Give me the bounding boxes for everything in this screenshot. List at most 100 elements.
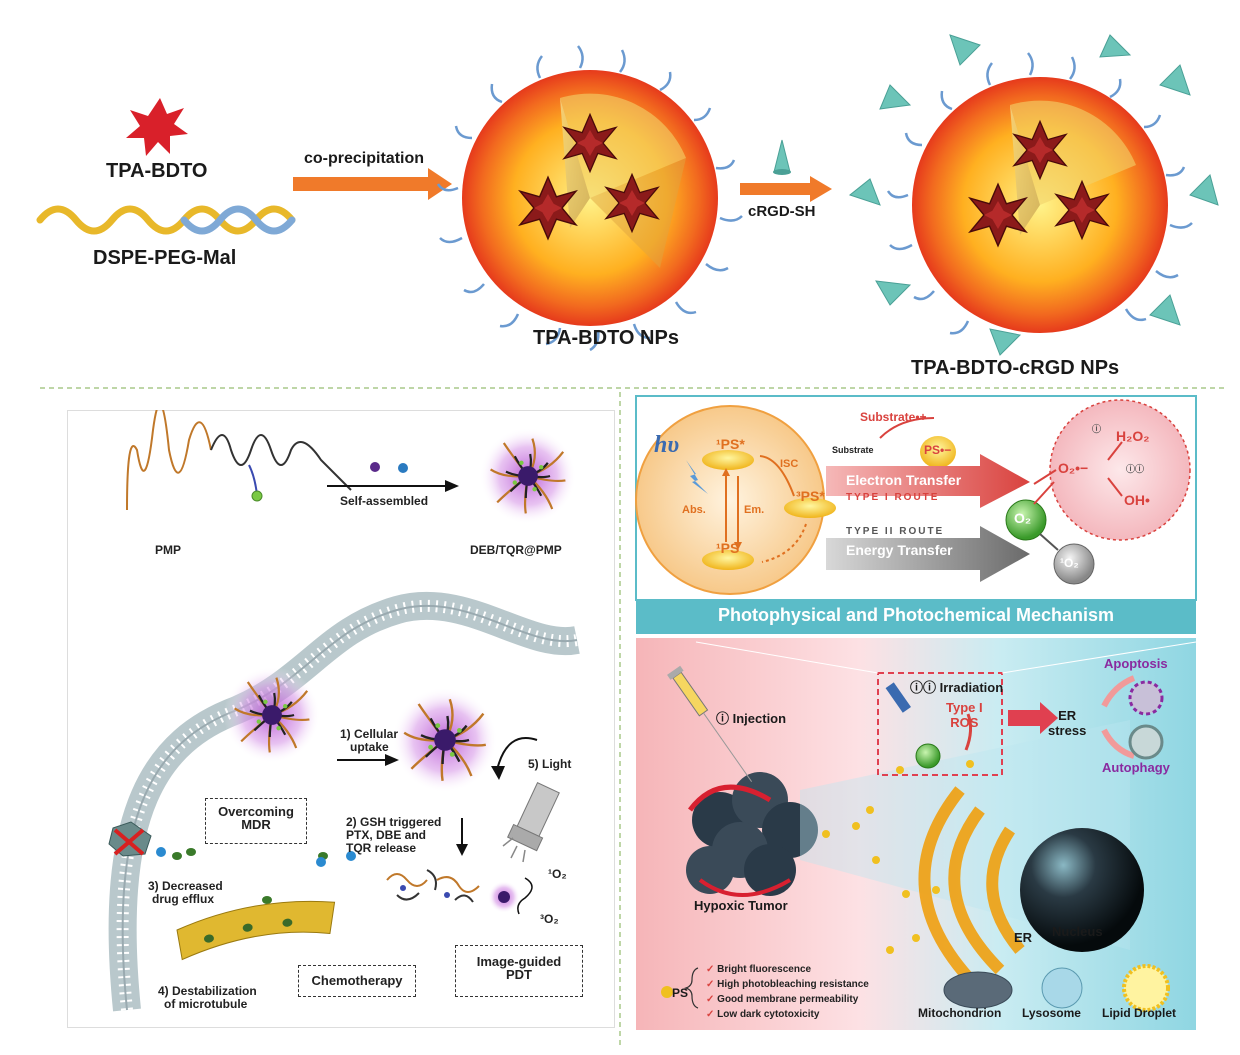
er-label: ER <box>1014 930 1033 945</box>
irradiation-label: ⓘⓘ Irradiation <box>910 680 1004 695</box>
efflux-label: 3) Decreased drug efflux <box>148 880 223 906</box>
pmp-label: PMP <box>155 543 182 557</box>
coprecip-label: co-precipitation <box>304 150 425 167</box>
deb-label: DEB/TQR@PMP <box>470 543 562 557</box>
microtubule-label: 4) Destabilization of microtubule <box>158 985 257 1011</box>
type1-ros-line-1: Type I <box>946 700 983 715</box>
ps-excited-label: ¹PS* <box>716 436 745 452</box>
apoptosis-label: Apoptosis <box>1104 656 1168 671</box>
substrate-radical-label: Substrate•+ <box>860 410 927 424</box>
overcoming-mdr-box: Overcoming MDR <box>205 798 307 844</box>
isc-label: ISC <box>780 458 799 470</box>
crgd-cone-icon <box>773 139 791 173</box>
image-line-2: PDT <box>506 967 532 982</box>
gsh-line-3: TQR release <box>346 841 417 855</box>
injection-label: ⓘ Injection <box>716 711 787 726</box>
crgd-sh-label: cRGD-SH <box>748 203 816 220</box>
tpa-bdto-crgd-np <box>848 34 1219 356</box>
ps-legend-label: PS <box>672 986 689 1000</box>
crgd-arrow <box>810 176 832 202</box>
mitochondrion-icon <box>943 971 1013 1009</box>
electron-transfer-arrow <box>826 454 1030 508</box>
type1-route-label: TYPE I ROUTE <box>846 492 940 503</box>
top-panel-graphics <box>36 34 1219 356</box>
mitochondrion-label: Mitochondrion <box>918 1006 1002 1020</box>
nucleus-label: Nucleus <box>1052 924 1103 939</box>
left-panel-graphics <box>108 410 580 1012</box>
er-stress-arrow <box>1008 702 1058 734</box>
type2-route-label: TYPE II ROUTE <box>846 526 945 537</box>
light-label: 5) Light <box>528 757 572 771</box>
ps-properties-list: ✓ Bright fluorescence ✓ High photobleach… <box>706 962 869 1022</box>
flashlight-icon <box>507 782 560 852</box>
tpa-bdto-np <box>436 45 743 352</box>
self-assembled-label: Self-assembled <box>340 494 429 508</box>
apoptosis-icon <box>1128 680 1164 716</box>
cell-uptake-line-2: uptake <box>350 740 389 754</box>
lipid-droplet-icon <box>1122 964 1170 1012</box>
pmp-polymer <box>126 410 212 511</box>
mechanism-title: Photophysical and Photochemical Mechanis… <box>717 605 1115 625</box>
ps-triplet-label: ³PS* <box>796 488 825 504</box>
autophagy-label: Autophagy <box>1102 760 1170 775</box>
ps-prop-3: ✓ Good membrane permeability <box>706 994 859 1005</box>
oh-label: OH• <box>1124 492 1150 508</box>
image-line-1: Image-guided <box>476 954 562 969</box>
hypoxic-tumor-label: Hypoxic Tumor <box>694 898 788 913</box>
cell-uptake-label: 1) Cellular uptake <box>340 728 398 754</box>
singlet-o2-label: ¹O₂ <box>548 867 567 881</box>
o2-label: O₂ <box>1014 510 1032 526</box>
step-ii-label: ⓘⓘ <box>1126 464 1145 474</box>
lightning-icon <box>686 460 708 494</box>
autophagy-icon <box>1128 724 1164 760</box>
substrate-label: Substrate <box>832 445 874 455</box>
er-stress-line-1: ER <box>1058 708 1077 723</box>
microtubule-icon <box>176 900 336 961</box>
ps-ground-label: ¹PS <box>716 540 740 556</box>
lysosome-icon <box>1041 967 1083 1009</box>
dspe-peg-wave <box>36 205 296 235</box>
efflux-line-2: drug efflux <box>152 892 214 906</box>
lysosome-label: Lysosome <box>1022 1006 1081 1020</box>
triplet-o2-label: ³O₂ <box>540 912 559 926</box>
er-stress-label: ER stress <box>1048 708 1086 738</box>
em-label: Em. <box>744 504 765 516</box>
right-panel-graphics <box>635 395 1197 1030</box>
image-guided-box: Image-guided PDT <box>455 945 583 997</box>
efflux-line-1: 3) Decreased <box>148 879 223 893</box>
dspe-peg-label: DSPE-PEG-Mal <box>93 247 237 269</box>
micro-line-1: 4) Destabilization <box>158 984 257 998</box>
ps-prop-2: ✓ High photobleaching resistance <box>706 979 869 990</box>
np2-label: TPA-BDTO-cRGD NPs <box>911 357 1120 379</box>
type1-ros-label: Type I ROS <box>946 700 983 730</box>
h2o2-label: H₂O₂ <box>1116 428 1150 444</box>
overcoming-line-2: MDR <box>241 817 271 832</box>
lipid-droplet-label: Lipid Droplet <box>1102 1006 1176 1020</box>
np1-label: TPA-BDTO NPs <box>533 327 679 349</box>
hv-label: hυ <box>654 432 680 458</box>
overcoming-line-1: Overcoming <box>218 804 294 819</box>
cell-uptake-line-1: 1) Cellular <box>340 727 399 741</box>
energy-transfer-arrow <box>826 526 1030 582</box>
abs-label: Abs. <box>682 504 706 516</box>
type1-ros-line-2: ROS <box>950 715 979 730</box>
gsh-line-1: 2) GSH triggered <box>346 815 442 829</box>
chemotherapy-box: Chemotherapy <box>298 965 416 997</box>
gsh-label: 2) GSH triggered PTX, DBE and TQR releas… <box>346 816 441 855</box>
gsh-line-2: PTX, DBE and <box>346 828 427 842</box>
electron-transfer-label: Electron Transfer <box>846 472 962 488</box>
nucleus-icon <box>1020 828 1144 952</box>
ps-prop-1: ✓ Bright fluorescence <box>706 964 812 975</box>
er-stress-line-2: stress <box>1048 723 1087 738</box>
ps-radical-label: PS•− <box>924 443 952 457</box>
micro-line-2: of microtubule <box>164 997 248 1011</box>
ps-prop-4: ✓ Low dark cytotoxicity <box>706 1009 820 1020</box>
step-i-label: ⓘ <box>1092 424 1102 434</box>
superoxide-label: O₂•− <box>1058 460 1089 476</box>
energy-transfer-label: Energy Transfer <box>846 542 953 558</box>
singlet-o2-right-label: ¹O₂ <box>1060 556 1079 570</box>
coprecip-arrow <box>428 168 452 200</box>
hypoxic-tumor-icon <box>686 772 818 897</box>
tpa-bdto-icon <box>126 98 188 156</box>
